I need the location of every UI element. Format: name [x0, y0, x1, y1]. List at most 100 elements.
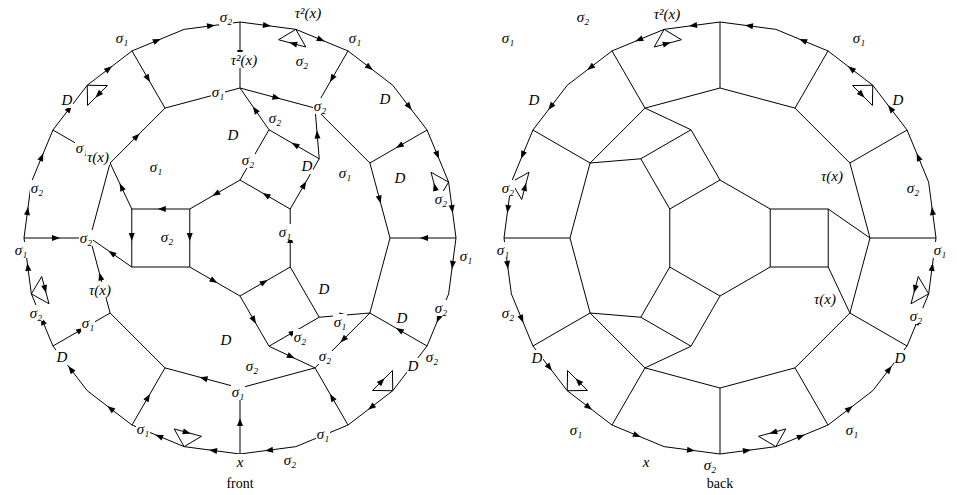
- arrowhead: [848, 66, 856, 73]
- edge-label: σ₁: [338, 165, 353, 181]
- arrowhead: [41, 285, 47, 294]
- graph-edge: [240, 22, 296, 29]
- arrowhead: [143, 394, 150, 402]
- graph-edge: [770, 267, 828, 268]
- graph-edge: [533, 130, 590, 163]
- graph-edge: [315, 368, 348, 425]
- arrowhead: [253, 106, 260, 114]
- graph-edge: [770, 209, 771, 267]
- graph-edge: [720, 22, 776, 29]
- graph-edge: [393, 346, 427, 391]
- arrowhead: [95, 90, 103, 98]
- graph-edge: [240, 88, 269, 130]
- edge-label: σ₁: [569, 422, 584, 438]
- graph-edge: [929, 182, 936, 238]
- arrowhead: [587, 63, 595, 70]
- arrowhead: [745, 23, 753, 29]
- graph-edge: [449, 238, 456, 294]
- arrowhead: [929, 263, 935, 271]
- edge-label: σ₂: [906, 180, 921, 196]
- graph-edge: [132, 267, 190, 268]
- arrowhead: [857, 90, 865, 98]
- graph-edge: [850, 130, 907, 163]
- graph-edge: [132, 29, 184, 51]
- edge-label: σ₂: [295, 53, 310, 69]
- graph-edge: [853, 85, 873, 86]
- edge-label: σ₁: [933, 242, 948, 258]
- arrowhead: [249, 315, 256, 323]
- graph-edge: [645, 88, 720, 108]
- graph-edge: [664, 447, 720, 454]
- graph-edge: [31, 294, 49, 304]
- arrowhead: [635, 35, 644, 41]
- arrowhead: [376, 195, 382, 204]
- graph-edge: [315, 108, 370, 163]
- arrowhead: [687, 447, 695, 453]
- graph-edge: [669, 209, 670, 267]
- edge-label: D: [379, 91, 392, 107]
- arrowhead: [799, 39, 808, 45]
- arrowhead: [662, 42, 671, 48]
- arrowhead: [365, 63, 373, 70]
- arrowhead: [263, 22, 271, 28]
- graph-edge: [918, 277, 928, 294]
- edge-label: τ(x): [820, 168, 844, 184]
- arrowhead: [575, 378, 583, 386]
- graph-edge: [373, 371, 393, 391]
- arrowhead: [209, 276, 217, 283]
- arrowhead: [517, 314, 523, 323]
- arrowhead: [292, 143, 300, 150]
- graph-edge: [828, 391, 873, 425]
- arrowhead: [917, 153, 923, 162]
- graph-edge: [240, 180, 290, 209]
- graph-edge: [850, 238, 870, 313]
- arrowhead: [120, 183, 126, 192]
- graph-edge: [393, 85, 427, 130]
- graph-edge: [720, 180, 770, 209]
- graph-edge: [190, 267, 240, 296]
- edge-label: τ²(x): [294, 5, 323, 21]
- graph-edge: [240, 130, 269, 180]
- graph-edge: [567, 51, 612, 85]
- graph-edge: [431, 172, 449, 182]
- graph-edge: [567, 371, 568, 391]
- graph-edge: [568, 371, 588, 391]
- edge-label: D: [301, 158, 314, 174]
- arrowhead: [286, 352, 295, 358]
- graph-edge: [567, 390, 587, 391]
- arrowhead: [913, 285, 919, 294]
- graph-edge: [641, 159, 670, 209]
- arrowhead: [52, 235, 60, 241]
- arrowhead: [743, 448, 751, 454]
- graph-edge: [850, 313, 907, 346]
- graph-edge: [370, 238, 390, 313]
- arrowhead: [207, 23, 215, 29]
- arrowhead: [449, 205, 455, 213]
- graph-edge: [590, 108, 645, 163]
- edge-label: D: [61, 92, 74, 108]
- arrowhead: [545, 363, 552, 371]
- graph-edge: [720, 447, 776, 454]
- graph-edge: [427, 130, 449, 182]
- edge-label: σ₂: [434, 191, 449, 207]
- arrowhead: [884, 366, 891, 374]
- edge-label: D: [396, 310, 409, 326]
- graph-edge: [110, 313, 165, 368]
- graph-edge: [290, 159, 319, 209]
- graph-edge: [776, 425, 828, 447]
- graph-edge: [770, 209, 828, 210]
- edge-label: σ₁: [211, 84, 226, 100]
- graph-edge: [873, 85, 907, 130]
- graph-edge: [590, 313, 645, 368]
- edge-label: σ₂: [79, 230, 94, 246]
- graph-edge: [795, 108, 850, 163]
- graph-edge: [670, 180, 720, 209]
- graph-edge: [110, 108, 165, 163]
- graph-edge: [720, 388, 721, 454]
- graph-edge: [290, 267, 319, 317]
- arrowhead: [505, 205, 511, 213]
- graph-edge: [828, 209, 870, 238]
- edge-label: D: [227, 127, 240, 143]
- edge-label: σ₁: [348, 30, 363, 46]
- graph-edge: [279, 29, 296, 39]
